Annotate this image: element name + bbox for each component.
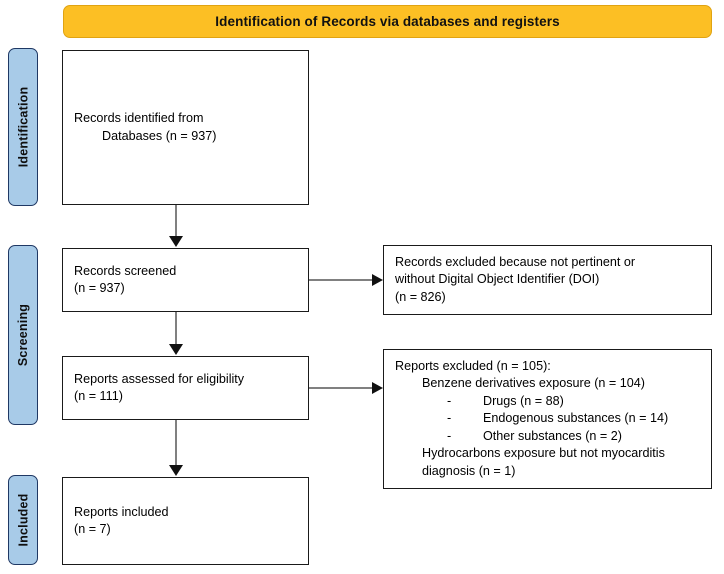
connector-screened-to-excluded-arrowhead-icon	[372, 273, 383, 286]
connector-eligibility-to-excluded-arrowhead-icon	[372, 381, 383, 394]
box-records-screened-body: Records screened (n = 937)	[63, 263, 308, 298]
box-reports-excluded-body: Reports excluded (n = 105): Benzene deri…	[384, 358, 711, 481]
connector-eligibility-to-included-arrowhead-icon	[169, 465, 183, 476]
reports-excluded-line-2: Benzene derivatives exposure (n = 104)	[422, 376, 645, 391]
connector-screened-to-excluded-line	[309, 279, 373, 281]
records-excluded-line-2: without Digital Object Identifier (DOI)	[395, 272, 600, 287]
stage-label-identification: Identification	[8, 48, 38, 206]
stage-label-identification-text: Identification	[16, 86, 31, 168]
bullet-dash-icon: -	[447, 393, 452, 408]
records-screened-line-1: Records screened	[74, 263, 177, 278]
box-records-excluded-body: Records excluded because not pertinent o…	[384, 254, 711, 307]
connector-identified-to-screened-arrowhead-icon	[169, 236, 183, 247]
reports-excluded-bullet-3: - Other substances (n = 2)	[395, 428, 700, 446]
records-excluded-line-1: Records excluded because not pertinent o…	[395, 254, 636, 269]
connector-identified-to-screened-line	[175, 205, 177, 238]
reports-excluded-bullet-2: - Endogenous substances (n = 14)	[395, 410, 700, 428]
stage-label-screening: Screening	[8, 245, 38, 425]
stage-label-included-text: Included	[16, 493, 30, 547]
box-records-excluded: Records excluded because not pertinent o…	[383, 245, 712, 315]
reports-excluded-bullet-3-text: Other substances (n = 2)	[483, 428, 622, 443]
bullet-dash-icon: -	[447, 428, 452, 443]
box-records-identified: Records identified from Databases (n = 9…	[62, 50, 309, 205]
records-excluded-line-3: (n = 826)	[395, 289, 446, 304]
box-reports-included-body: Reports included (n = 7)	[63, 504, 308, 539]
reports-assessed-line-2: (n = 111)	[74, 389, 123, 403]
stage-label-screening-text: Screening	[16, 303, 30, 367]
reports-included-line-1: Reports included	[74, 504, 169, 519]
records-identified-line-2: Databases (n = 937)	[102, 128, 217, 143]
box-reports-included: Reports included (n = 7)	[62, 477, 309, 565]
reports-assessed-line-1: Reports assessed for eligibility	[74, 371, 245, 386]
reports-excluded-line-6: Hydrocarbons exposure but not myocarditi…	[422, 446, 665, 461]
banner-title: Identification of Records via databases …	[215, 14, 560, 29]
reports-excluded-bullet-2-text: Endogenous substances (n = 14)	[483, 411, 669, 426]
reports-excluded-bullet-1: - Drugs (n = 88)	[395, 393, 700, 411]
box-reports-assessed-for-eligibility: Reports assessed for eligibility (n = 11…	[62, 356, 309, 420]
box-records-identified-body: Records identified from Databases (n = 9…	[63, 110, 308, 145]
records-identified-line-1: Records identified from	[74, 111, 204, 125]
box-records-screened: Records screened (n = 937)	[62, 248, 309, 312]
reports-included-line-2: (n = 7)	[74, 522, 111, 536]
box-reports-excluded: Reports excluded (n = 105): Benzene deri…	[383, 349, 712, 489]
records-screened-line-2: (n = 937)	[74, 281, 125, 295]
reports-excluded-line-7: diagnosis (n = 1)	[422, 463, 516, 478]
bullet-dash-icon: -	[447, 411, 452, 426]
reports-excluded-bullet-1-text: Drugs (n = 88)	[483, 393, 564, 408]
connector-eligibility-to-excluded-line	[309, 387, 373, 389]
connector-screened-to-eligibility-line	[175, 312, 177, 345]
identification-banner: Identification of Records via databases …	[63, 5, 712, 38]
stage-label-included: Included	[8, 475, 38, 565]
connector-screened-to-eligibility-arrowhead-icon	[169, 344, 183, 355]
box-reports-assessed-body: Reports assessed for eligibility (n = 11…	[63, 371, 308, 406]
connector-eligibility-to-included-line	[175, 420, 177, 466]
reports-excluded-line-1: Reports excluded (n = 105):	[395, 358, 551, 373]
